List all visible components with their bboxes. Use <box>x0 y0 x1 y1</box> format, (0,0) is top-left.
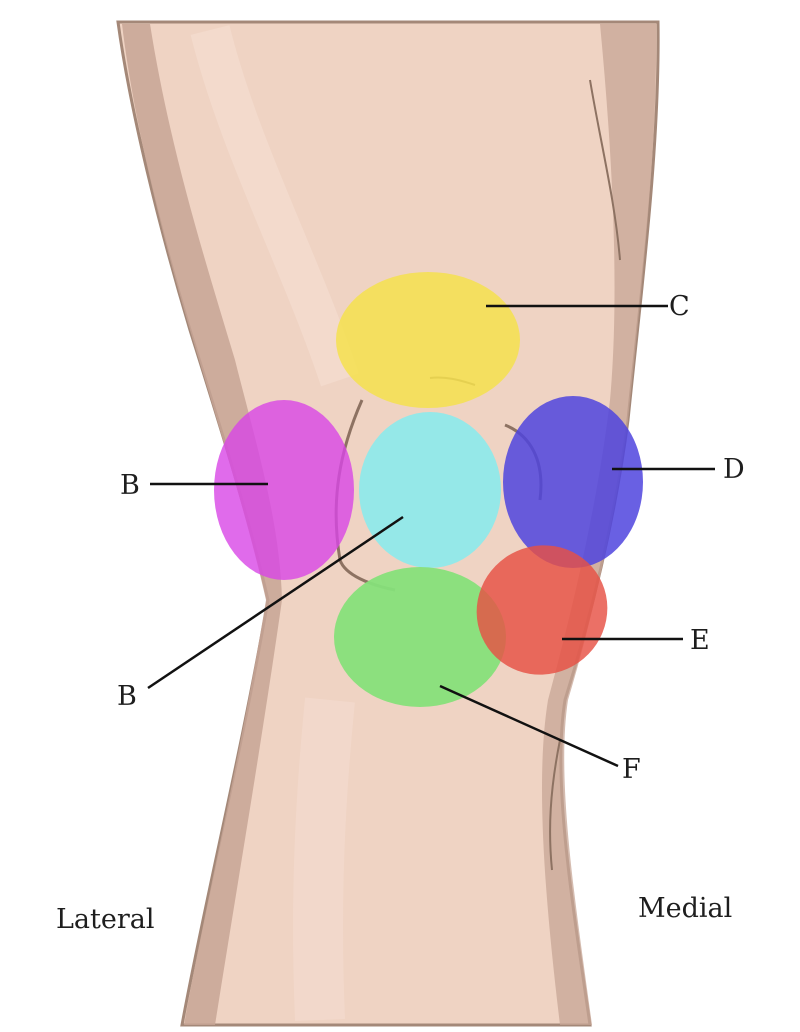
region-f <box>334 567 506 707</box>
region-e <box>476 545 608 675</box>
leader-line-b-center <box>147 515 404 690</box>
label-f: F <box>622 754 641 785</box>
leg-shadow-lateral <box>122 24 282 1025</box>
label-e: E <box>690 625 710 656</box>
label-b-center: B <box>117 681 137 712</box>
region-b-left <box>214 400 354 580</box>
label-c: C <box>669 291 690 322</box>
region-d <box>503 396 643 568</box>
leader-line-f <box>439 684 619 768</box>
label-lateral: Lateral <box>56 904 155 935</box>
label-b-left: B <box>120 470 140 501</box>
label-medial: Medial <box>638 893 732 924</box>
region-b-center <box>359 412 501 568</box>
label-d: D <box>723 454 745 485</box>
leader-lines <box>147 304 715 768</box>
labels: C D B B E F Lateral Medial <box>56 291 745 935</box>
knee-regions <box>214 272 643 707</box>
region-c <box>336 272 520 408</box>
